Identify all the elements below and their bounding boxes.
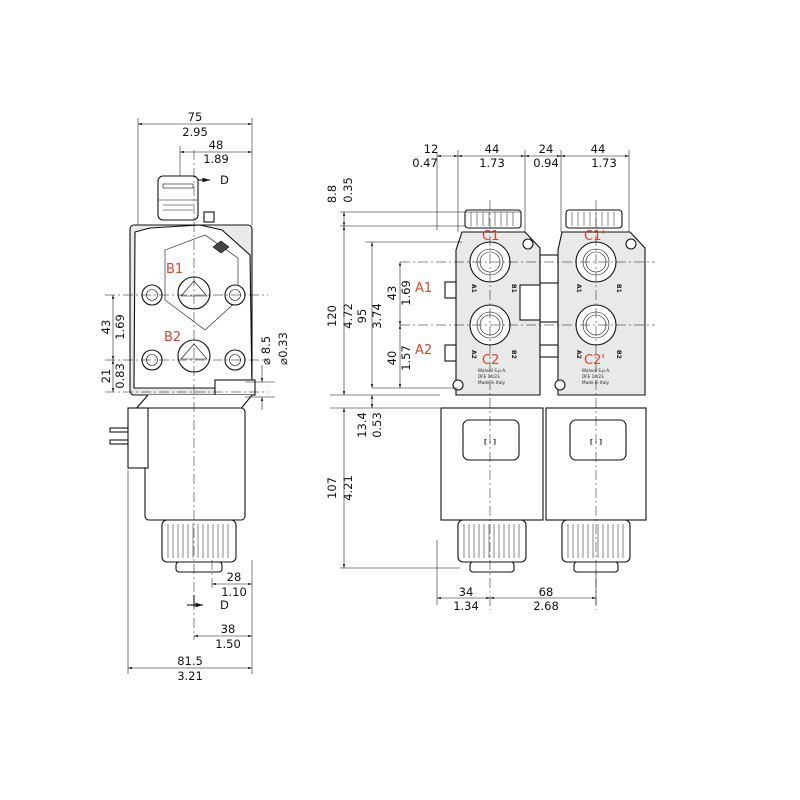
dim-95-in: 3.74 (370, 303, 384, 329)
top-plug (565, 209, 623, 229)
dim-40-mm: 40 (385, 351, 399, 366)
dim-21-in: 0.83 (113, 363, 127, 389)
dim-40-in: 1.57 (399, 345, 413, 371)
mark-b2: B2 (510, 350, 517, 359)
nameplate-line: DFE 14/23 (478, 374, 500, 379)
dim-43-in: 1.69 (113, 314, 127, 340)
dim-44b-in: 1.73 (591, 156, 617, 170)
top-connector (157, 175, 199, 221)
diameter-icon: ⌀ (276, 358, 290, 365)
port-label-c2: C2 (482, 353, 499, 368)
dim-8-8-mm: 8.8 (325, 185, 339, 203)
dim-43-mm: 43 (385, 286, 399, 301)
logo-icon (212, 240, 230, 254)
dim-81-5-mm: 81.5 (177, 654, 203, 668)
dim-95-mm: 95 (355, 309, 369, 324)
dim-34-in: 1.34 (453, 599, 479, 613)
mark-b2: B2 (615, 350, 622, 359)
dim-13-4-mm: 13.4 (355, 412, 369, 438)
dim-8-5-in: 0.33 (276, 332, 290, 358)
mark-a2: A2 (470, 350, 477, 359)
dim-44b-mm: 44 (591, 142, 606, 156)
port-label-c1-prime: C1' (584, 229, 605, 244)
coil-plug (127, 407, 149, 469)
dim-48-mm: 48 (209, 138, 224, 152)
dim-68-mm: 68 (539, 585, 554, 599)
dim-75-mm: 75 (188, 110, 203, 124)
port-label-a2: A2 (415, 343, 432, 358)
side-coil (144, 407, 246, 521)
top-plug (464, 209, 522, 229)
mark-b1: B1 (510, 284, 517, 293)
dim-24-mm: 24 (539, 142, 554, 156)
dim-44a-mm: 44 (485, 142, 500, 156)
side-view (105, 118, 275, 674)
mark-b1: B1 (615, 284, 622, 293)
dim-28-in: 1.10 (221, 585, 247, 599)
label-d-top: D (220, 173, 229, 187)
mark-a1: A1 (470, 284, 477, 293)
dim-43-in: 1.69 (399, 280, 413, 306)
port-label-b2: B2 (164, 330, 181, 345)
dim-81-5-in: 3.21 (177, 669, 203, 683)
front-view: A1 B1 A1 B1 A2 B2 A2 B2 Walvoil S.p.A. D… (330, 150, 655, 610)
dim-38-mm: 38 (221, 622, 236, 636)
dim-24-in: 0.94 (533, 156, 559, 170)
dim-13-4-in: 0.53 (370, 412, 384, 438)
knurled-nut-1 (457, 519, 527, 563)
dim-34-mm: 34 (459, 585, 474, 599)
nameplate-line: Made in Italy (582, 380, 609, 385)
nameplate-line: DFE 14/23 (582, 374, 604, 379)
dim-8-8-in: 0.35 (341, 177, 355, 203)
dim-107-mm: 107 (325, 477, 339, 499)
nameplate-line: Made in Italy (478, 380, 505, 385)
mark-a2: A2 (575, 350, 582, 359)
label-d-bottom: D (220, 598, 229, 612)
dim-21-mm: 21 (99, 369, 113, 384)
port-label-c1: C1 (482, 229, 499, 244)
dim-43-mm: 43 (99, 320, 113, 335)
dim-28-mm: 28 (227, 570, 242, 584)
dim-48-in: 1.89 (203, 152, 229, 166)
dim-75-in: 2.95 (182, 125, 208, 139)
dim-8-5-mm: 8.5 (259, 336, 273, 354)
dim-120-in: 4.72 (341, 303, 355, 329)
dim-12-in: 0.47 (412, 156, 438, 170)
dim-44a-in: 1.73 (479, 156, 505, 170)
dim-120-mm: 120 (325, 305, 339, 327)
port-label-c2-prime: C2' (584, 353, 605, 368)
port-label-b1: B1 (166, 262, 183, 277)
dim-68-in: 2.68 (533, 599, 559, 613)
dim-38-in: 1.50 (215, 637, 241, 651)
mark-a1: A1 (575, 284, 582, 293)
dim-107-in: 4.21 (341, 475, 355, 501)
diameter-icon: ⌀ (259, 358, 273, 365)
dim-12-mm: 12 (424, 142, 439, 156)
nameplate-line: Walvoil S.p.A. (478, 368, 506, 373)
port-label-a1: A1 (415, 281, 432, 296)
